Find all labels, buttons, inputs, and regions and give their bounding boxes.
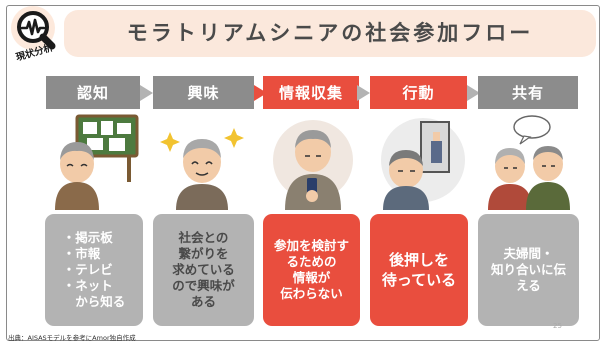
smartphone-icon (307, 178, 317, 194)
speech-bubble-icon (513, 115, 551, 145)
description-action-text: 後押しを 待っている (381, 251, 457, 289)
flow-arrow (140, 85, 153, 101)
description-information-gathering-text: 参加を検討す るための 情報が 伝わらない (273, 238, 349, 301)
stage-action: 行動 (370, 76, 467, 109)
senior-waiting-illustration (381, 118, 465, 210)
senior-interested-illustration (160, 128, 244, 210)
description-awareness: ・掲示板 ・市報 ・テレビ ・ネット から知る (45, 214, 143, 326)
description-awareness-text: ・掲示板 ・市報 ・テレビ ・ネット から知る (62, 230, 126, 309)
sparkles-icon (160, 128, 244, 152)
bulletin-board-icon (75, 114, 139, 182)
couple-sharing-illustration (488, 115, 570, 210)
stage-awareness: 認知 (46, 76, 140, 109)
magnifier-heartbeat-icon (11, 6, 56, 50)
slide-frame (6, 5, 600, 341)
stage-sharing: 共有 (478, 76, 578, 109)
description-sharing-text: 夫婦間・ 知り合いに伝 える (490, 246, 566, 293)
slide-title: モラトリアムシニアの社会参加フロー (126, 21, 534, 45)
senior-smartphone-illustration (273, 120, 353, 210)
flow-arrow (467, 85, 480, 101)
description-action: 後押しを 待っている (370, 214, 468, 326)
description-sharing: 夫婦間・ 知り合いに伝 える (478, 214, 579, 326)
flow-arrow (357, 85, 370, 101)
senior-bulletin-board-illustration (55, 114, 139, 210)
description-interest-text: 社会との 繋がりを 求めている ので興味が ある (172, 230, 235, 309)
stage-interest: 興味 (153, 76, 254, 109)
door-icon (420, 121, 450, 173)
stage-information-gathering: 情報収集 (263, 76, 359, 109)
title-banner (64, 10, 596, 57)
description-interest: 社会との 繋がりを 求めている ので興味が ある (153, 214, 254, 326)
description-information-gathering: 参加を検討す るための 情報が 伝わらない (263, 214, 360, 326)
page-number: 25 (553, 322, 562, 330)
source-note: 出典：AISASモデルを参考にAmor独自作成 (8, 334, 136, 342)
